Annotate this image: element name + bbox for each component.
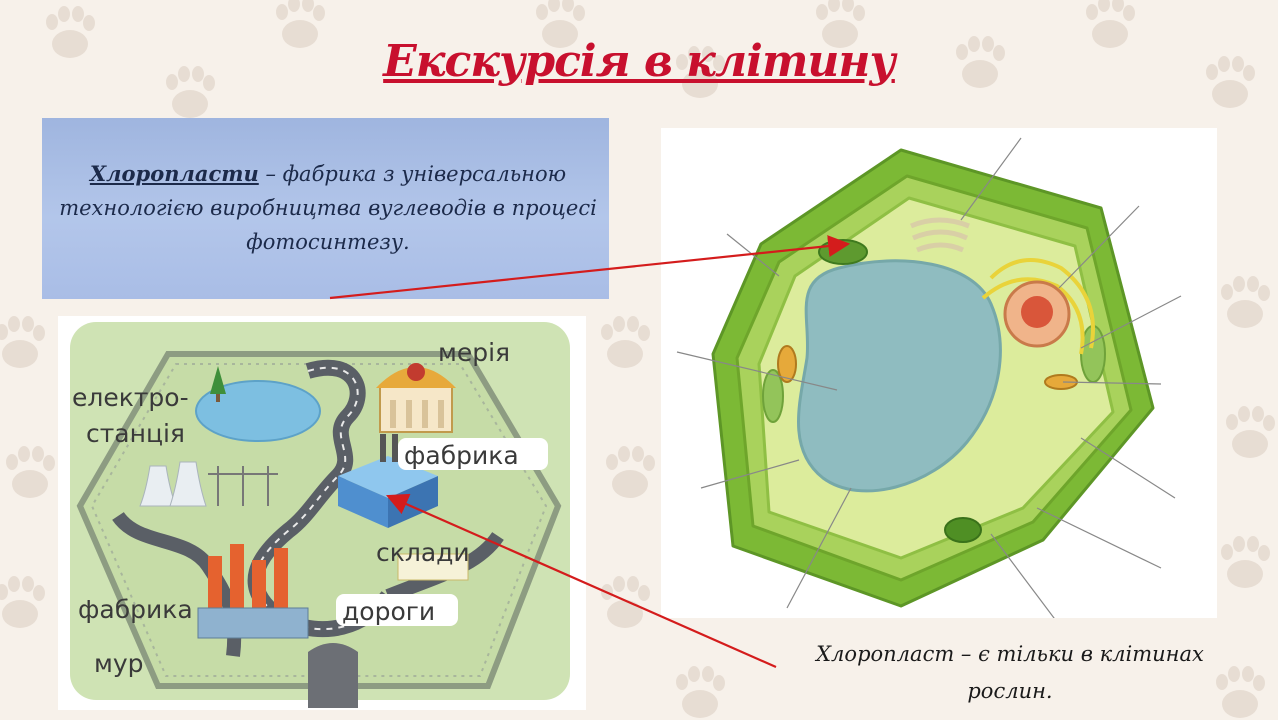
chloroplast — [818, 239, 868, 265]
chloroplast — [944, 517, 982, 543]
industrial-plant-icon — [197, 544, 309, 639]
definition-text: Хлоропласти – фабрика з універсальною те… — [58, 157, 598, 259]
slide-title: Екскурсія в клітину — [383, 36, 896, 87]
mitochondrion — [777, 345, 797, 383]
lake — [195, 380, 321, 442]
plant-cell-illustration — [661, 128, 1217, 618]
city-hall-icon — [376, 363, 456, 433]
label-power-station-2: станція — [86, 419, 185, 448]
label-factory-left: фабрика — [78, 595, 193, 624]
golgi-apparatus — [910, 217, 970, 253]
label-city-hall: мерія — [438, 338, 510, 367]
definition-body: – фабрика з універсальною технологією ви… — [59, 162, 597, 254]
label-power-station-1: електро- — [72, 383, 189, 412]
endoplasmic-reticulum — [981, 258, 1095, 355]
label-factory-top: фабрика — [404, 441, 519, 470]
nucleolus — [1021, 296, 1053, 328]
label-warehouses: склади — [376, 538, 470, 567]
central-vacuole — [797, 259, 1002, 493]
label-roads: дороги — [342, 597, 435, 626]
definition-term: Хлоропласти — [89, 161, 259, 186]
gate-icon — [308, 643, 358, 708]
chloroplast — [762, 369, 784, 423]
city-illustration: мерія електро- станція фабрика склади фа… — [58, 316, 586, 710]
chloroplast-caption: Хлоропласт – є тільки в клітинах рослин. — [816, 642, 1204, 703]
label-wall: мур — [94, 649, 144, 678]
power-station-icon — [139, 461, 278, 507]
